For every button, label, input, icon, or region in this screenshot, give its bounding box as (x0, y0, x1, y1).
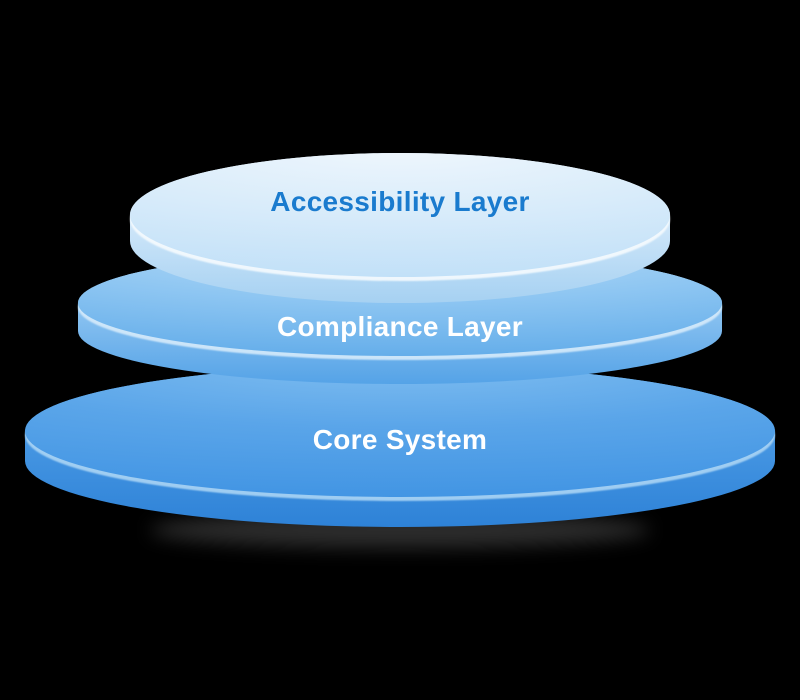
layer-label-accessibility: Accessibility Layer (270, 186, 530, 217)
layer-label-core: Core System (312, 424, 488, 455)
disc-surface (130, 153, 670, 277)
disc-surface (25, 365, 775, 497)
layer-label-compliance: Compliance Layer (277, 311, 523, 342)
layer-disc-accessibility: Accessibility Layer (130, 153, 670, 303)
layer-disc-core: Core System (25, 365, 775, 527)
